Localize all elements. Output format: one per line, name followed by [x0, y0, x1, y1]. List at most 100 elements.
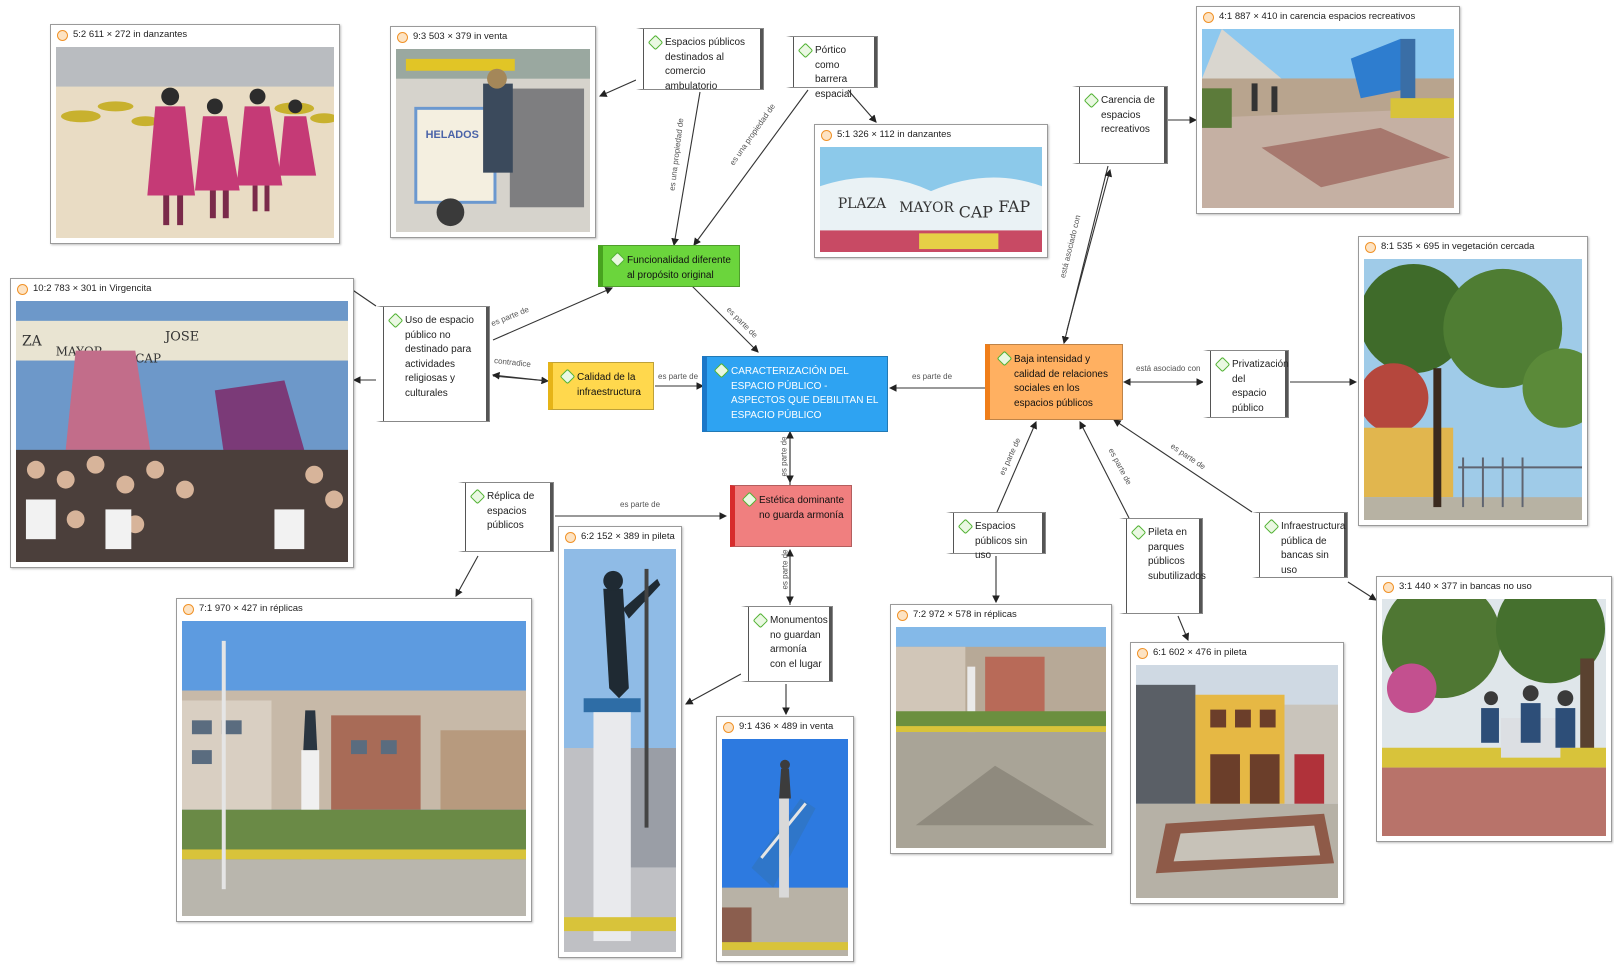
card-title: 5:1 326 × 112 in danzantes — [837, 129, 952, 140]
image-quote-icon — [1383, 582, 1394, 593]
node-uso-espacio[interactable]: Uso de espacio público no destinado para… — [376, 306, 490, 422]
image-quote-icon — [723, 722, 734, 733]
image-quote-icon — [821, 130, 832, 141]
sign-letters-2: MAYOR — [899, 200, 954, 216]
node-funcionalidad-label: Funcionalidad diferente al propósito ori… — [627, 255, 731, 281]
edge-replica-card71 — [455, 555, 479, 597]
edge-label-es-parte-de-2: es parte de — [658, 372, 699, 381]
sign-letters-4: FAP — [998, 197, 1030, 216]
node-uso-espacio-label: Uso de espacio público no destinado para… — [405, 315, 474, 399]
card-title: 7:2 972 × 578 in réplicas — [913, 609, 1017, 620]
node-estetica[interactable]: Estética dominante no guarda armonía — [730, 485, 852, 547]
edge-label-es-parte-de-3: es parte de — [779, 436, 789, 477]
card-title: 10:2 783 × 301 in Virgencita — [33, 283, 152, 294]
edge-pileta-card61 — [1177, 615, 1190, 642]
image-card-replicas-72[interactable]: 7:2 972 × 578 in réplicas — [890, 604, 1112, 854]
photo-monumento-pileta — [564, 549, 676, 952]
virgencita-sign-1: ZA — [22, 334, 43, 350]
card-title: 3:1 440 × 377 in bancas no uso — [1399, 581, 1532, 592]
sign-letters-1: PLAZA — [838, 196, 887, 212]
image-quote-icon — [897, 610, 908, 621]
sign-letters-3: CAP — [959, 203, 994, 222]
node-sin-uso[interactable]: Espacios públicos sin uso — [946, 512, 1046, 561]
edge-monumentos-card62 — [685, 673, 742, 705]
node-bancas[interactable]: Infraestructura pública de bancas sin us… — [1252, 512, 1348, 578]
node-bancas-label: Infraestructura pública de bancas sin us… — [1281, 521, 1346, 576]
photo-vegetacion-cercada — [1364, 259, 1582, 520]
photo-bancas-no-uso — [1382, 599, 1606, 836]
node-espacios-comercio[interactable]: Espacios públicos destinados al comercio… — [636, 28, 764, 92]
cart-sign-text: HELADOS — [426, 129, 479, 141]
node-sin-uso-label: Espacios públicos sin uso — [975, 521, 1028, 561]
photo-plaza-mayor-sign: PLAZA MAYOR CAP FAP — [820, 147, 1042, 252]
edge-label-es-parte-de-6: es parte de — [620, 500, 661, 509]
image-quote-icon — [1203, 12, 1214, 23]
virgencita-sign-3: JOSE — [163, 330, 199, 345]
edge-calidad-uso — [491, 371, 549, 382]
node-portico-label: Pórtico como barrera espacial — [815, 45, 852, 100]
node-privatizacion[interactable]: Privatización del espacio público — [1203, 350, 1289, 418]
photo-replicas-plaza — [182, 621, 526, 916]
image-quote-icon — [1137, 648, 1148, 659]
edge-baja-carencia — [1066, 168, 1113, 331]
edge-uso-funcionalidad — [492, 287, 614, 341]
card-title: 5:2 611 × 272 in danzantes — [73, 29, 188, 40]
edge-portico-funcionalidad — [693, 89, 809, 246]
image-card-pileta-61[interactable]: 6:1 602 × 476 in pileta — [1130, 642, 1344, 904]
edge-funcionalidad-central — [687, 281, 759, 353]
node-portico[interactable]: Pórtico como barrera espacial — [786, 36, 878, 100]
node-baja-label: Baja intensidad y calidad de relaciones … — [1014, 354, 1108, 409]
card-title: 9:3 503 × 379 in venta — [413, 31, 508, 42]
node-carencia[interactable]: Carencia de espacios recreativos — [1072, 86, 1168, 164]
image-card-pileta-62[interactable]: 6:2 152 × 389 in pileta — [558, 526, 682, 958]
edge-comercio-funcionalidad — [671, 91, 701, 247]
edge-bancas-card31 — [1347, 581, 1377, 601]
edge-label-esta-asociado-con-2: está asociado con — [1136, 364, 1201, 373]
node-estetica-label: Estética dominante no guarda armonía — [759, 495, 845, 521]
edge-label-es-parte-de-7: es parte de — [780, 549, 790, 590]
photo-virgencita-procesion: ZA MAYOR JOSE CAP — [16, 301, 348, 562]
node-pileta-label: Pileta en parques públicos subutilizados — [1148, 527, 1206, 582]
image-quote-icon — [183, 604, 194, 615]
image-card-virgencita-102[interactable]: 10:2 783 × 301 in Virgencita ZA MAYOR JO… — [10, 278, 354, 568]
node-baja[interactable]: Baja intensidad y calidad de relaciones … — [985, 344, 1123, 420]
edge-comercio-card93 — [598, 79, 637, 97]
image-card-carencia-41[interactable]: 4:1 887 × 410 in carencia espacios recre… — [1196, 6, 1460, 214]
node-replica[interactable]: Réplica de espacios públicos — [458, 482, 554, 552]
edge-pileta-baja — [1079, 421, 1130, 519]
edge-sinuso-baja — [996, 420, 1037, 513]
node-privatizacion-label: Privatización del espacio público — [1232, 359, 1289, 414]
node-calidad[interactable]: Calidad de la infraestructura — [548, 362, 654, 410]
image-quote-icon — [1365, 242, 1376, 253]
image-card-venta-93[interactable]: 9:3 503 × 379 in venta HELADOS — [390, 26, 596, 238]
photo-monumento-torre — [722, 739, 848, 956]
photo-replicas-2 — [896, 627, 1106, 848]
node-monumentos[interactable]: Monumentos no guardan armonía con el lug… — [741, 606, 833, 682]
photo-venta-carrito: HELADOS — [396, 49, 590, 232]
edge-label-es-parte-de-4: es parte de — [912, 372, 953, 381]
image-card-danzantes-52[interactable]: 5:2 611 × 272 in danzantes — [50, 24, 340, 244]
image-card-bancas-31[interactable]: 3:1 440 × 377 in bancas no uso — [1376, 576, 1612, 842]
image-card-venta-91[interactable]: 9:1 436 × 489 in venta — [716, 716, 854, 962]
node-central[interactable]: CARACTERIZACIÓN DEL ESPACIO PÚBLICO - AS… — [702, 356, 888, 432]
photo-danzantes — [56, 47, 334, 238]
virgencita-sign-4: CAP — [135, 352, 161, 366]
edge-bancas-baja — [1113, 419, 1253, 513]
card-title: 7:1 970 × 427 in réplicas — [199, 603, 303, 614]
edge-portico-card51 — [847, 89, 877, 123]
node-monumentos-label: Monumentos no guardan armonía con el lug… — [770, 615, 828, 670]
node-central-label: CARACTERIZACIÓN DEL ESPACIO PÚBLICO - AS… — [731, 366, 879, 421]
image-quote-icon — [57, 30, 68, 41]
image-quote-icon — [565, 532, 576, 543]
card-title: 6:1 602 × 476 in pileta — [1153, 647, 1247, 658]
node-pileta[interactable]: Pileta en parques públicos subutilizados — [1119, 518, 1206, 614]
image-card-danzantes-51[interactable]: 5:1 326 × 112 in danzantes PLAZA MAYOR C… — [814, 124, 1048, 258]
image-card-vegetacion-81[interactable]: 8:1 535 × 695 in vegetación cercada — [1358, 236, 1588, 526]
card-title: 8:1 535 × 695 in vegetación cercada — [1381, 241, 1535, 252]
photo-carencia-espacios — [1202, 29, 1454, 208]
image-card-replicas-71[interactable]: 7:1 970 × 427 in réplicas — [176, 598, 532, 922]
node-funcionalidad[interactable]: Funcionalidad diferente al propósito ori… — [598, 245, 740, 287]
node-espacios-comercio-label: Espacios públicos destinados al comercio… — [665, 37, 746, 92]
image-quote-icon — [397, 32, 408, 43]
